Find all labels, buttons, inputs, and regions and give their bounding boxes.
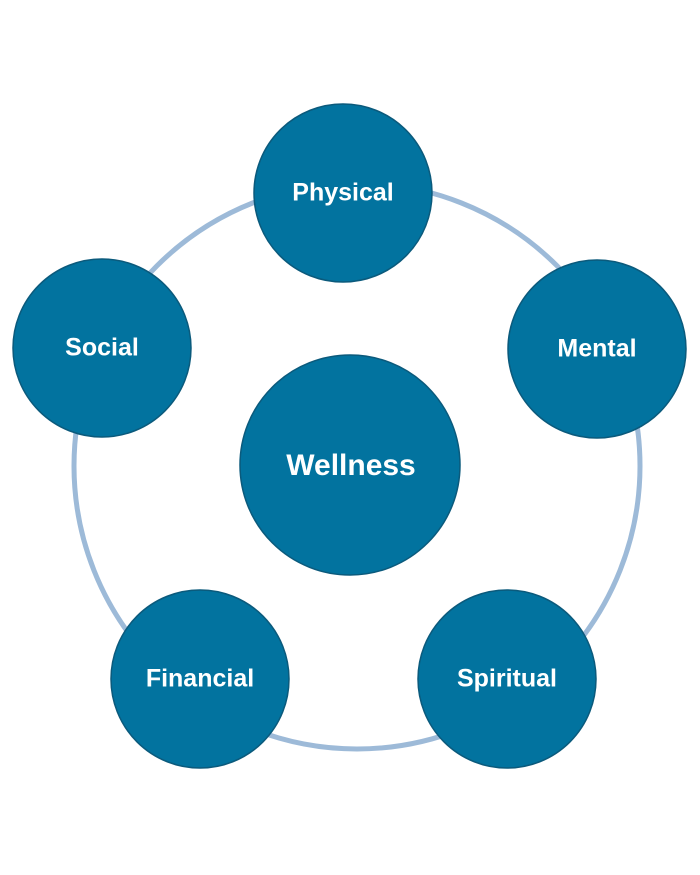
node-social: Social <box>12 258 192 438</box>
center-node-label: Wellness <box>286 449 416 482</box>
center-node-circle <box>239 354 461 576</box>
node-social-circle <box>12 258 192 438</box>
node-physical-circle <box>253 103 433 283</box>
node-mental-label: Mental <box>557 335 636 363</box>
node-physical-label: Physical <box>292 179 393 207</box>
node-mental-circle <box>507 259 687 439</box>
node-mental: Mental <box>507 259 687 439</box>
node-spiritual-label: Spiritual <box>457 665 557 693</box>
node-financial-circle <box>110 589 290 769</box>
node-social-label: Social <box>65 334 139 362</box>
node-physical: Physical <box>253 103 433 283</box>
node-spiritual: Spiritual <box>417 589 597 769</box>
center-node: Wellness <box>239 354 461 576</box>
node-financial: Financial <box>110 589 290 769</box>
node-spiritual-circle <box>417 589 597 769</box>
node-financial-label: Financial <box>146 665 254 693</box>
